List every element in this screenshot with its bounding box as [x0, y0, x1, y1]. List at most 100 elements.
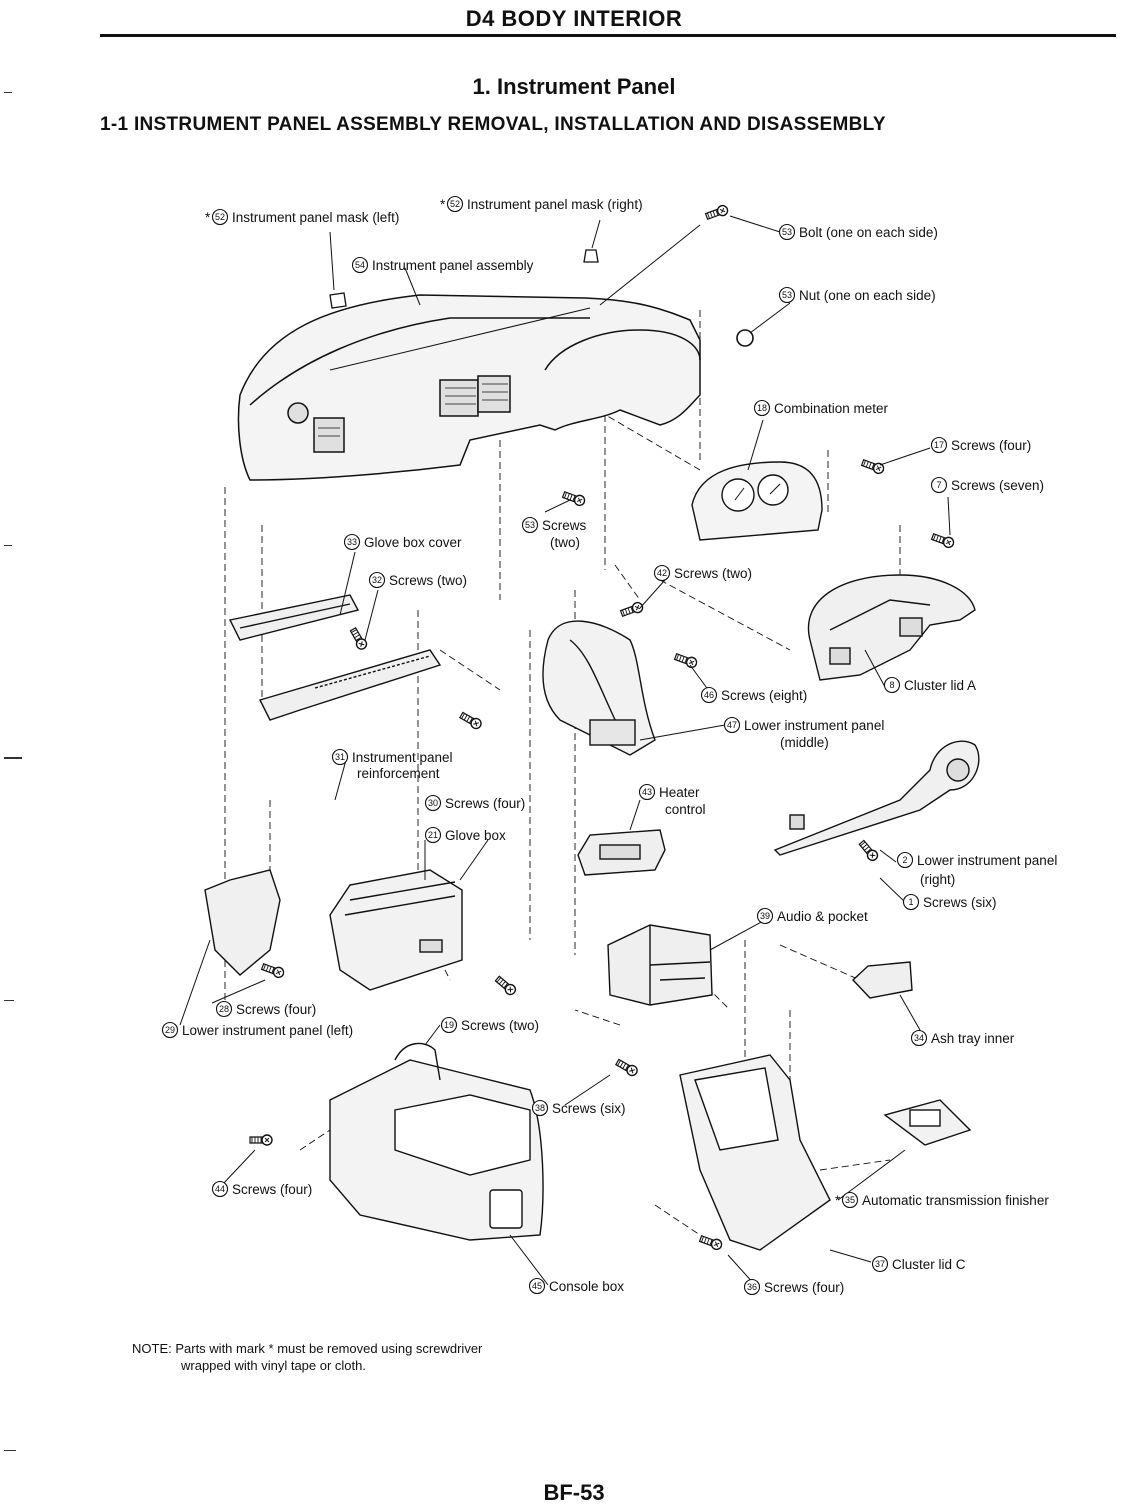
note-line-1: NOTE: Parts with mark * must be removed … — [132, 1341, 483, 1356]
callout-label: Console box — [549, 1279, 624, 1294]
page-title: 1. Instrument Panel — [472, 74, 676, 99]
callout-label: (middle) — [780, 735, 829, 750]
callout-label: Instrument panel mask (right) — [467, 197, 643, 212]
callout-badge — [653, 564, 671, 582]
page-subtitle: 1-1 INSTRUMENT PANEL ASSEMBLY REMOVAL, I… — [100, 114, 886, 135]
callout-label: Instrument panel — [352, 750, 453, 765]
callout-badge — [883, 676, 901, 694]
margin-tick — [4, 757, 22, 759]
callout-label: Screws (four) — [236, 1002, 316, 1017]
cluster-lid-a-shape — [807, 574, 976, 681]
callout-badge — [910, 1029, 928, 1047]
callout-badge — [723, 716, 741, 734]
callout-label: Screws (seven) — [951, 478, 1044, 493]
screw-icons — [249, 203, 956, 1252]
callout-badge — [440, 1016, 458, 1034]
callout-label: Automatic transmission finisher — [862, 1193, 1049, 1208]
screw-icon — [619, 600, 645, 619]
callout-label: Audio & pocket — [777, 909, 868, 924]
at-finisher-shape — [679, 1054, 972, 1251]
callout-label: reinforcement — [357, 766, 440, 781]
callout-number: 45 — [532, 1281, 542, 1291]
callout-number: 7 — [936, 480, 941, 490]
callout-badge — [700, 686, 718, 704]
clip-icon — [583, 249, 599, 263]
callout-number: 43 — [642, 787, 652, 797]
ash-tray-shape — [852, 961, 913, 999]
callout-label: Screws (two) — [674, 566, 752, 581]
callout-badge — [424, 794, 442, 812]
callout-number: 39 — [760, 911, 770, 921]
callout-label: Nut (one on each side) — [799, 288, 936, 303]
callout-badge — [528, 1277, 546, 1295]
heater-control-shape — [577, 829, 666, 876]
callout-badge — [930, 476, 948, 494]
lower-panel-right-shape — [773, 740, 980, 856]
callout-badge — [756, 907, 774, 925]
callout-badge — [331, 748, 349, 766]
callout-label: Screws — [542, 518, 587, 533]
combination-meter-shape — [691, 461, 823, 541]
callout-number: 31 — [335, 752, 345, 762]
callout-badge — [778, 223, 796, 241]
callout-number: 32 — [372, 575, 382, 585]
callout-label: Lower instrument panel (left) — [182, 1023, 353, 1038]
callout-label: (two) — [550, 535, 580, 550]
callout-number: 8 — [889, 680, 894, 690]
callout-badge — [531, 1099, 549, 1117]
callout-number: 42 — [657, 568, 667, 578]
callout-label: Bolt (one on each side) — [799, 225, 938, 240]
callout-number: 1 — [908, 897, 913, 907]
callout-label: Glove box — [445, 828, 506, 843]
screw-icon — [857, 838, 881, 864]
callout-badge — [778, 286, 796, 304]
callout-number: 54 — [355, 260, 365, 270]
callout-number: 34 — [914, 1033, 924, 1043]
callout-label: Lower instrument panel — [917, 853, 1057, 868]
note-line-2: wrapped with vinyl tape or cloth. — [181, 1358, 366, 1373]
callout-badge — [161, 1021, 179, 1039]
callout-label: Screws (two) — [461, 1018, 539, 1033]
margin-tick — [4, 1450, 16, 1451]
console-box-shape — [329, 1042, 544, 1241]
callout-number: 28 — [219, 1004, 229, 1014]
instrument-panel-assembly-shape — [237, 294, 701, 481]
callout-number: 52 — [215, 212, 225, 222]
callout-badge — [343, 533, 361, 551]
callout-label: (right) — [920, 872, 955, 887]
callout-badge — [871, 1255, 889, 1273]
callout-number: 53 — [782, 227, 792, 237]
callout-number: 17 — [934, 440, 944, 450]
reinforcement-shape — [258, 649, 442, 721]
screw-icon — [260, 961, 286, 980]
callout-label: Cluster lid C — [892, 1257, 966, 1272]
callout-number: 46 — [704, 690, 714, 700]
callout-number: 36 — [747, 1282, 757, 1292]
screw-icon — [704, 203, 730, 222]
callout-badge — [424, 826, 442, 844]
callout-number: 47 — [727, 720, 737, 730]
callout-badge — [446, 195, 464, 213]
callout-label: Screws (six) — [552, 1101, 626, 1116]
callout-number: 52 — [450, 199, 460, 209]
audio-pocket-shape — [607, 924, 713, 1006]
removal-mark: * — [440, 197, 446, 212]
screw-icon — [458, 709, 484, 732]
screw-icon — [698, 1233, 724, 1252]
callout-label: Lower instrument panel — [744, 718, 884, 733]
clip-icon — [329, 292, 347, 309]
section-header: D4 BODY INTERIOR — [465, 6, 683, 31]
callout-label: Screws (four) — [951, 438, 1031, 453]
callout-label: Screws (eight) — [721, 688, 807, 703]
callout-number: 19 — [444, 1020, 454, 1030]
callout-label: Heater — [659, 785, 700, 800]
nut-icon — [736, 329, 754, 347]
callout-badge — [211, 1180, 229, 1198]
screw-icon — [930, 531, 956, 550]
callout-badge — [215, 1000, 233, 1018]
screw-icon — [860, 457, 886, 476]
lower-panel-left-shape — [204, 869, 281, 976]
callout-badge — [638, 783, 656, 801]
